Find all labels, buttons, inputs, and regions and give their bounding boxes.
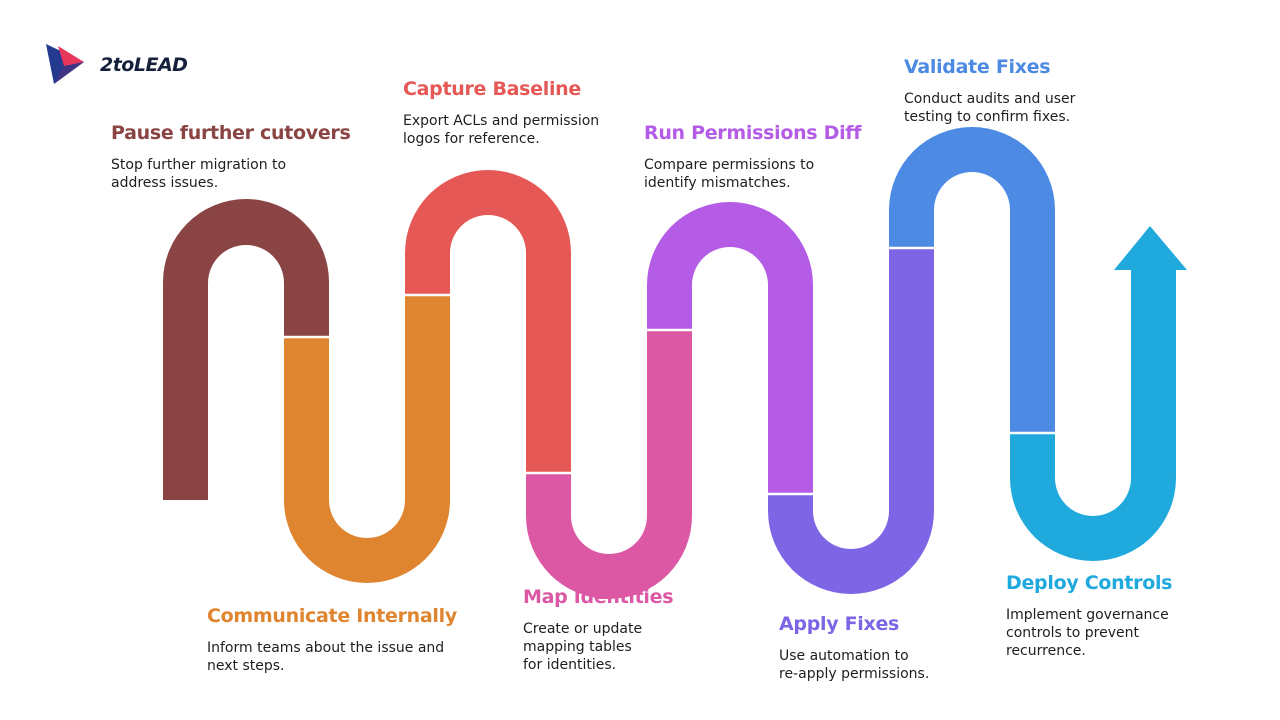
- path-segment-deploy: [1010, 270, 1176, 561]
- path-segment-pause: [163, 199, 329, 501]
- step-title: Pause further cutovers: [111, 122, 351, 144]
- step-description: Implement governance controls to prevent…: [1006, 607, 1169, 659]
- step-description: Export ACLs and permission logos for ref…: [403, 113, 600, 147]
- path-segment-apply: [768, 248, 934, 594]
- brand-logo: 2toLEAD: [44, 44, 188, 86]
- arrow-head-icon: [1114, 226, 1187, 270]
- step-title: Run Permissions Diff: [644, 122, 862, 144]
- step-diff: Run Permissions Diff Compare permissions…: [644, 122, 862, 192]
- winding-path: [163, 127, 1187, 599]
- step-description: Use automation to re-apply permissions.: [779, 648, 930, 682]
- step-apply: Apply Fixes Use automation to re-apply p…: [779, 613, 929, 683]
- segment-dividers: [284, 246, 1055, 496]
- step-description: Stop further migration to address issues…: [111, 157, 287, 191]
- path-segment-capture: [405, 170, 571, 473]
- step-description: Inform teams about the issue and next st…: [207, 640, 445, 674]
- path-segment-validate: [889, 127, 1055, 433]
- path-segment-diff: [647, 202, 813, 494]
- step-title: Validate Fixes: [904, 56, 1051, 78]
- step-title: Map Identities: [523, 586, 674, 608]
- logo-mark-icon: [46, 44, 84, 84]
- path-segment-map: [526, 330, 692, 599]
- step-map: Map Identities Create or update mapping …: [523, 586, 674, 674]
- step-deploy: Deploy Controls Implement governance con…: [1006, 572, 1172, 660]
- step-title: Deploy Controls: [1006, 572, 1173, 594]
- step-title: Apply Fixes: [779, 613, 900, 635]
- step-description: Conduct audits and user testing to confi…: [904, 91, 1076, 125]
- step-title: Capture Baseline: [403, 78, 581, 100]
- step-description: Compare permissions to identify mismatch…: [644, 157, 815, 191]
- step-description: Create or update mapping tables for iden…: [523, 621, 643, 673]
- step-validate: Validate Fixes Conduct audits and user t…: [904, 56, 1075, 126]
- step-capture: Capture Baseline Export ACLs and permiss…: [403, 78, 599, 148]
- step-title: Communicate Internally: [207, 605, 457, 627]
- path-segment-communicate: [284, 295, 450, 583]
- brand-name: 2toLEAD: [100, 54, 188, 76]
- step-pause: Pause further cutovers Stop further migr…: [111, 122, 351, 192]
- step-communicate: Communicate Internally Inform teams abou…: [207, 605, 457, 675]
